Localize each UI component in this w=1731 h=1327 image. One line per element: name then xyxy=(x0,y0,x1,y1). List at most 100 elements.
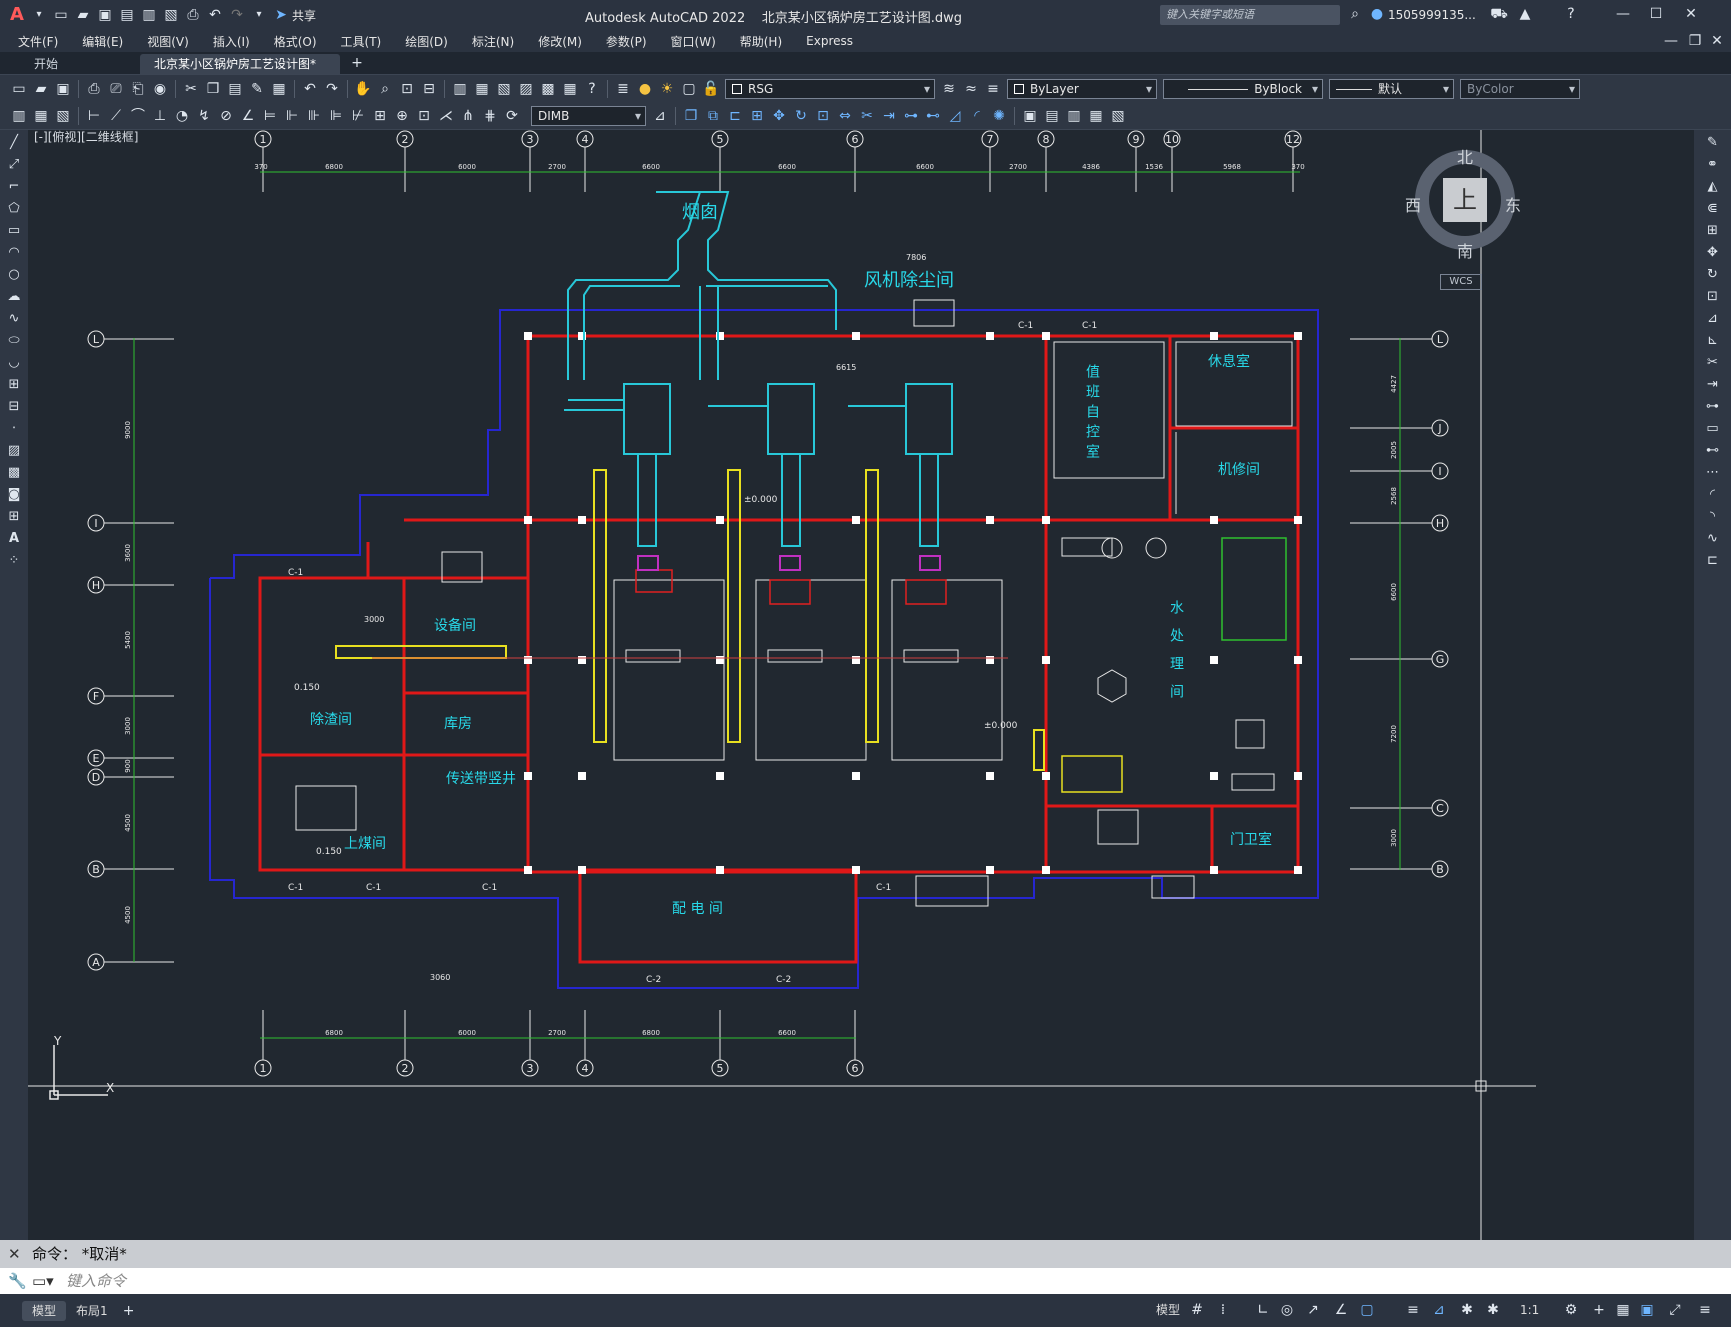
layer-states-icon[interactable]: ≡ xyxy=(987,80,999,97)
annotation-visibility-icon[interactable]: ✱ xyxy=(1461,1302,1473,1318)
viewcube-west[interactable]: 西 xyxy=(1405,196,1422,215)
draworder-above-icon[interactable]: ▥ xyxy=(1067,107,1081,124)
tb-pan-icon[interactable]: ✋ xyxy=(354,80,372,97)
dim-linear-icon[interactable]: ⊢ xyxy=(87,107,101,124)
tb-zoom-realtime-icon[interactable]: ⌕ xyxy=(381,80,389,97)
search-box[interactable]: 键入关键字或短语 xyxy=(1160,5,1340,25)
share-button[interactable]: 共享 xyxy=(292,8,317,23)
command-close-icon[interactable]: ✕ xyxy=(8,1245,21,1263)
command-wrench-icon[interactable]: 🔧 xyxy=(8,1272,27,1290)
modify-stretch-icon[interactable]: ⇔ xyxy=(839,107,851,124)
annotation-autoscale-icon[interactable]: ✱ xyxy=(1487,1302,1499,1318)
blend-tool-icon[interactable]: ◝ xyxy=(1709,509,1716,524)
table-tool-icon[interactable]: ⊞ xyxy=(8,509,20,524)
tb-zoom-prev-icon[interactable]: ⊟ xyxy=(423,80,435,97)
lineweight-toggle-icon[interactable]: ≡ xyxy=(1407,1302,1419,1318)
tab-document[interactable]: 北京某小区锅炉房工艺设计图* ✕ xyxy=(140,54,340,91)
erase-tool-icon[interactable]: ✎ xyxy=(1707,135,1718,150)
tb-paste-icon[interactable]: ▤ xyxy=(228,80,242,97)
menu-tools[interactable]: 工具(T) xyxy=(340,34,382,49)
polar-toggle-icon[interactable]: ◎ xyxy=(1280,1302,1294,1318)
dim-aligned-icon[interactable]: ⟋ xyxy=(111,107,121,124)
modify-move-icon[interactable]: ✥ xyxy=(773,107,785,124)
viewcube[interactable]: 上 北 南 西 东 WCS xyxy=(1405,140,1525,290)
xline-tool-icon[interactable]: ⤢ xyxy=(8,157,20,172)
chamfer-tool-icon[interactable]: ⋯ xyxy=(1706,465,1719,480)
save-web-icon[interactable]: ▧ xyxy=(164,7,178,23)
ortho-toggle-icon[interactable]: ∟ xyxy=(1257,1302,1269,1318)
minimize-icon[interactable]: — xyxy=(1616,6,1630,22)
tb-designcenter-icon[interactable]: ▦ xyxy=(475,80,489,97)
quick-access-menu-icon[interactable]: ▾ xyxy=(256,9,262,20)
osnap-toggle-icon[interactable]: ▢ xyxy=(1360,1302,1374,1318)
modify-extend-icon[interactable]: ⇥ xyxy=(883,107,895,124)
search-icon[interactable]: ⌕ xyxy=(1351,6,1359,22)
model-space-toggle[interactable]: 模型 xyxy=(1156,1303,1181,1317)
point-tool-icon[interactable]: ⋅ xyxy=(11,421,17,436)
edit-polyline-tool-icon[interactable]: ⊏ xyxy=(1707,553,1718,568)
spline-tool-icon[interactable]: ∿ xyxy=(8,311,20,326)
command-line[interactable]: 🔧 ▭▾ 键入命令 xyxy=(0,1268,1731,1294)
draworder-front-icon[interactable]: ▣ xyxy=(1023,107,1037,124)
offset-tool-icon[interactable]: ⋐ xyxy=(1707,201,1718,216)
make-block-tool-icon[interactable]: ⊟ xyxy=(8,399,20,414)
tb-undo-icon[interactable]: ↶ xyxy=(304,80,316,97)
dim-arc-icon[interactable]: ⌒ xyxy=(131,107,145,124)
hatch-tool-icon[interactable]: ▨ xyxy=(7,443,21,458)
ellipse-tool-icon[interactable]: ⬭ xyxy=(8,333,20,348)
menu-express[interactable]: Express xyxy=(806,34,853,48)
add-selected-tool-icon[interactable]: ⁘ xyxy=(8,553,20,568)
clean-screen-icon[interactable]: ⤢ xyxy=(1669,1302,1681,1318)
explode-tool-icon[interactable]: ∿ xyxy=(1707,531,1718,546)
draworder-below-icon[interactable]: ▦ xyxy=(1089,107,1103,124)
user-icon[interactable]: ● xyxy=(1370,6,1384,22)
trim-tool-icon[interactable]: ✂ xyxy=(1707,355,1718,370)
wcs-menu[interactable]: WCS xyxy=(1440,274,1482,290)
modify-mirror-icon[interactable]: ⧉ xyxy=(708,107,718,124)
dim-break-icon[interactable]: ⊬ xyxy=(351,107,365,124)
menu-file[interactable]: 文件(F) xyxy=(18,34,59,49)
tb-sheetset-icon[interactable]: ▨ xyxy=(519,80,533,97)
modify-offset-icon[interactable]: ⊏ xyxy=(729,107,741,124)
tb-publish-icon[interactable]: ⎗ xyxy=(132,80,144,97)
tb-cut-icon[interactable]: ✂ xyxy=(185,80,197,97)
lengthen-tool-icon[interactable]: ⊾ xyxy=(1707,333,1718,348)
modify-break-icon[interactable]: ⊶ xyxy=(904,107,918,124)
tb-new-icon[interactable]: ▭ xyxy=(12,80,26,97)
new-tab-icon[interactable]: + xyxy=(351,55,363,71)
grid-toggle-icon[interactable]: # xyxy=(1191,1302,1203,1318)
plot-icon[interactable]: ⎙ xyxy=(187,7,199,23)
ellipse-arc-tool-icon[interactable]: ◡ xyxy=(8,355,20,370)
linetype-dropdown[interactable]: ByBlock xyxy=(1163,78,1323,99)
menu-help[interactable]: 帮助(H) xyxy=(739,34,783,49)
open-folder-icon[interactable]: ▰ xyxy=(77,7,89,23)
modify-chamfer-icon[interactable]: ◿ xyxy=(949,107,961,124)
dim-inspect-icon[interactable]: ⊡ xyxy=(418,107,430,124)
dim-baseline-icon[interactable]: ⊩ xyxy=(285,107,299,124)
tb-zoom-window-icon[interactable]: ⊡ xyxy=(401,80,413,97)
draworder-back-icon[interactable]: ▤ xyxy=(1045,107,1059,124)
open-web-icon[interactable]: ▥ xyxy=(142,7,156,23)
tb-save-icon[interactable]: ▣ xyxy=(56,80,70,97)
tb-help-icon[interactable]: ? xyxy=(588,80,596,97)
dim-jogline-icon[interactable]: ⋌ xyxy=(439,107,453,124)
join-tool-icon[interactable]: ⊷ xyxy=(1706,443,1719,458)
close-icon[interactable]: ✕ xyxy=(1685,6,1697,22)
menu-parametric[interactable]: 参数(P) xyxy=(605,34,647,49)
dim-continue-icon[interactable]: ⊪ xyxy=(307,107,321,124)
modify-scale-icon[interactable]: ⊡ xyxy=(817,107,829,124)
mtext-tool-icon[interactable]: A xyxy=(8,531,20,546)
annotation-scale[interactable]: 1:1 xyxy=(1520,1303,1540,1317)
menu-window[interactable]: 窗口(W) xyxy=(670,34,716,49)
layer-lock-icon[interactable]: 🔓 xyxy=(702,80,720,97)
doc-restore-icon[interactable]: ❐ xyxy=(1688,33,1702,49)
user-account[interactable]: 1505999135... xyxy=(1388,8,1476,22)
break-tool-icon[interactable]: ▭ xyxy=(1706,421,1719,436)
tab-model[interactable]: 模型 xyxy=(22,1300,67,1321)
command-input[interactable]: 键入命令 xyxy=(66,1272,127,1290)
draworder-text-icon[interactable]: ▧ xyxy=(1111,107,1125,124)
menu-draw[interactable]: 绘图(D) xyxy=(405,34,448,49)
dim-ordinate-icon[interactable]: ⊥ xyxy=(153,107,167,124)
tb-toolpalette-icon[interactable]: ▧ xyxy=(497,80,511,97)
